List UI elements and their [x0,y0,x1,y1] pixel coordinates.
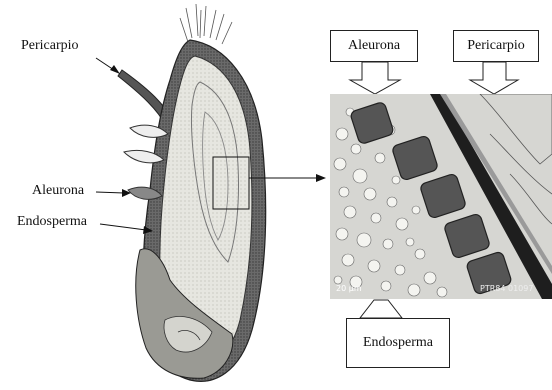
micrograph-image: 20 μm PTR84 01097 [330,94,552,299]
label-pericarp-left: Pericarpio [21,38,79,54]
pericarp-box: Pericarpio [453,30,539,62]
aleurone-box-label: Aleurona [348,38,400,54]
pericarp-arrow [470,62,518,94]
image-id-label: PTR84 01097 [480,284,533,293]
endosperm-arrow [360,300,402,318]
label-endosperm-left: Endosperma [17,214,87,230]
micrograph-cells [330,94,552,299]
scale-label: 20 μm [336,284,362,293]
grain-hairs [180,4,232,44]
endosperm-box: Endosperma [346,318,450,368]
endosperm-box-label: Endosperma [363,335,433,351]
pericarp-box-label: Pericarpio [467,38,525,54]
label-aleurone-left: Aleurona [32,183,84,199]
aleurone-arrow [350,62,400,94]
aleurone-box: Aleurona [330,30,418,62]
